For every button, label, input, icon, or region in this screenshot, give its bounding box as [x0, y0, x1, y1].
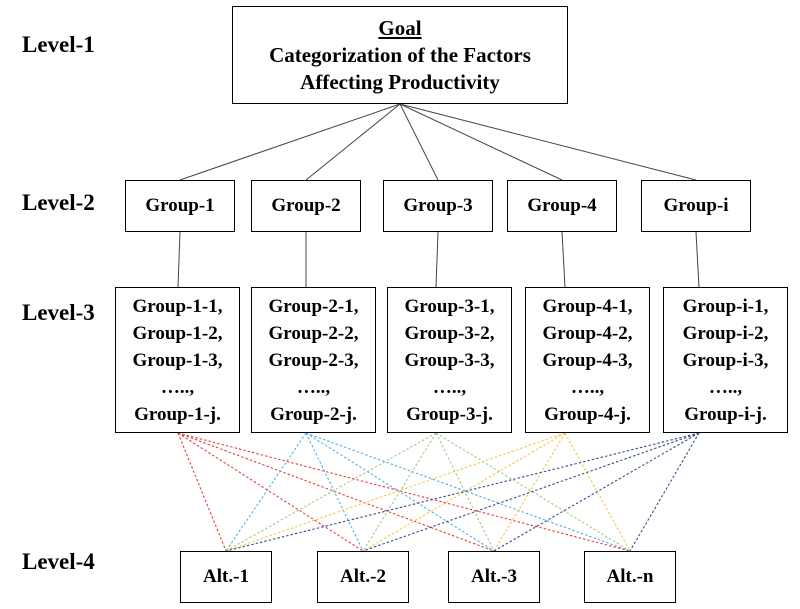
alt-label: Alt.-3: [471, 566, 517, 587]
subgroup-to-alternative-connector: [305, 432, 631, 552]
subgroup-item: Group-3-j.: [406, 403, 493, 425]
group-label: Group-4: [527, 195, 597, 216]
alt-box-n: Alt.-n: [584, 551, 676, 603]
goal-to-group-connector: [399, 103, 697, 181]
level-4-label: Level-4: [22, 549, 95, 574]
goal-box: Goal Categorization of the Factors Affec…: [232, 6, 568, 104]
subgroup-item: Group-4-j.: [544, 403, 631, 425]
group-box-3: Group-3: [383, 180, 493, 232]
level-1-label: Level-1: [22, 32, 95, 57]
group-label: Group-3: [403, 195, 473, 216]
subgroup-item: Group-2-2,: [268, 322, 359, 344]
group-box-4: Group-4: [507, 180, 617, 232]
goal-to-group-connector: [305, 103, 401, 181]
subgroup-to-alternative-connector: [435, 432, 495, 552]
group-label: Group-i: [663, 195, 729, 216]
subgroup-item: Group-i-2,: [682, 322, 769, 344]
subgroup-to-alternative-connector: [362, 432, 700, 552]
subgroup-to-alternative-connector: [435, 432, 631, 552]
group-box-1: Group-1: [125, 180, 235, 232]
group-to-subgroup-connector: [561, 231, 566, 288]
goal-to-group-connector: [399, 103, 439, 181]
level-2-label: Level-2: [22, 190, 95, 215]
subgroup-item: Group-1-3,: [132, 349, 223, 371]
goal-to-group-connector: [179, 103, 401, 181]
subgroup-item: Group-4-1,: [542, 295, 633, 317]
alt-box-2: Alt.-2: [317, 551, 409, 603]
subgroup-item: Group-i-3,: [682, 349, 769, 371]
subgroup-ellipsis: …..,: [432, 376, 467, 398]
alt-label: Alt.-1: [203, 566, 249, 587]
group-to-subgroup-connector: [695, 231, 700, 288]
subgroup-ellipsis: …..,: [160, 376, 195, 398]
alt-box-1: Alt.-1: [180, 551, 272, 603]
goal-to-group-connector: [399, 103, 563, 181]
subgroup-to-alternative-connector: [493, 432, 566, 552]
subgroup-item: Group-2-1,: [268, 295, 359, 317]
subgroup-item: Group-i-j.: [684, 403, 767, 425]
level-3-label: Level-3: [22, 300, 95, 325]
group-box-i: Group-i: [641, 180, 751, 232]
subgroup-item: Group-1-1,: [132, 295, 223, 317]
subgroup-to-alternative-connector: [177, 432, 227, 552]
subgroup-item: Group-4-3,: [542, 349, 633, 371]
group-label: Group-2: [271, 195, 341, 216]
alt-label: Alt.-n: [606, 566, 654, 587]
subgroup-item: Group-1-j.: [134, 403, 221, 425]
subgroup-item: Group-1-2,: [132, 322, 223, 344]
group-box-2: Group-2: [251, 180, 361, 232]
subgroup-ellipsis: …..,: [296, 376, 331, 398]
subgroup-to-alternative-connector: [177, 432, 631, 552]
group-to-subgroup-connector: [177, 231, 181, 288]
subgroup-to-alternative-connector: [305, 432, 495, 552]
subgroup-ellipsis: …..,: [708, 376, 743, 398]
subgroup-to-alternative-connector: [225, 432, 566, 552]
subgroup-to-alternative-connector: [225, 432, 700, 552]
subgroup-item: Group-2-3,: [268, 349, 359, 371]
subgroup-to-alternative-connector: [225, 432, 307, 552]
subgroup-to-alternative-connector: [305, 432, 364, 552]
subgroup-to-alternative-connector: [177, 432, 495, 552]
group-to-subgroup-connector: [435, 231, 439, 288]
subgroup-to-alternative-connector: [629, 432, 700, 552]
subgroup-box-1: Group-1-1, Group-1-2, Group-1-3, ….., Gr…: [115, 287, 240, 433]
alt-label: Alt.-2: [340, 566, 386, 587]
subgroup-to-alternative-connector: [493, 432, 700, 552]
goal-heading: Goal: [378, 15, 422, 40]
alt-box-3: Alt.-3: [448, 551, 540, 603]
subgroup-box-3: Group-3-1, Group-3-2, Group-3-3, ….., Gr…: [387, 287, 512, 433]
subgroup-box-4: Group-4-1, Group-4-2, Group-4-3, ….., Gr…: [525, 287, 650, 433]
subgroup-item: Group-3-1,: [404, 295, 495, 317]
subgroup-item: Group-4-2,: [542, 322, 633, 344]
subgroup-item: Group-3-3,: [404, 349, 495, 371]
subgroup-item: Group-2-j.: [270, 403, 357, 425]
subgroup-to-alternative-connector: [362, 432, 437, 552]
subgroup-item: Group-i-1,: [682, 295, 769, 317]
goal-line-2: Affecting Productivity: [300, 69, 500, 94]
subgroup-box-2: Group-2-1, Group-2-2, Group-2-3, ….., Gr…: [251, 287, 376, 433]
subgroup-item: Group-3-2,: [404, 322, 495, 344]
subgroup-to-alternative-connector: [177, 432, 364, 552]
subgroup-to-alternative-connector: [362, 432, 566, 552]
goal-line-1: Categorization of the Factors: [269, 42, 531, 67]
subgroup-ellipsis: …..,: [570, 376, 605, 398]
group-label: Group-1: [145, 195, 215, 216]
subgroup-box-i: Group-i-1, Group-i-2, Group-i-3, ….., Gr…: [663, 287, 788, 433]
